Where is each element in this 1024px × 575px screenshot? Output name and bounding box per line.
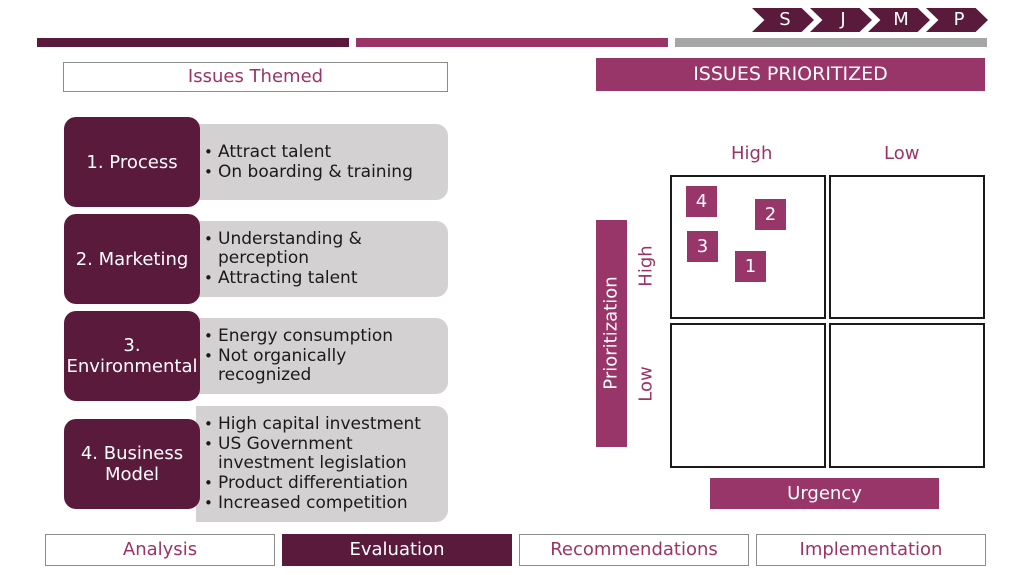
theme-3-label: 3. Environmental	[64, 311, 200, 401]
quadrant-low-low	[829, 323, 985, 468]
tab-implementation[interactable]: Implementation	[756, 534, 986, 566]
theme-2-label: 2. Marketing	[64, 214, 200, 304]
bullet: Product differentiation	[204, 474, 440, 494]
issue-marker-2[interactable]: 2	[755, 199, 786, 230]
issue-marker-3[interactable]: 3	[687, 231, 718, 262]
bullet: Attract talent	[204, 142, 413, 162]
prioritization-axis: Prioritization	[596, 220, 627, 447]
tab-evaluation[interactable]: Evaluation	[282, 534, 512, 566]
bullet: On boarding & training	[204, 162, 413, 182]
bullet: Increased competition	[204, 494, 440, 514]
bullet: Not organically recognized	[204, 347, 440, 385]
theme-4-label: 4. Business Model	[64, 419, 200, 509]
chevron-m[interactable]: M	[868, 8, 930, 32]
urgency-axis: Urgency	[710, 478, 939, 509]
quadrant-high-low	[829, 175, 985, 319]
chevron-j[interactable]: J	[810, 8, 872, 32]
matrix-row-high: High	[635, 245, 657, 287]
matrix-row-low: Low	[635, 366, 657, 402]
theme-3-bullets: Energy consumption Not organically recog…	[196, 318, 448, 394]
quadrant-low-high	[670, 323, 826, 468]
progress-bar-remaining	[675, 38, 987, 47]
matrix-col-high: High	[731, 143, 773, 164]
chevron-p[interactable]: P	[926, 8, 988, 32]
progress-bar-evaluation	[356, 38, 668, 47]
bullet: US Government investment legislation	[204, 435, 440, 473]
chevron-s[interactable]: S	[752, 8, 814, 32]
tab-analysis[interactable]: Analysis	[45, 534, 275, 566]
tab-recommendations[interactable]: Recommendations	[519, 534, 749, 566]
theme-1-label: 1. Process	[64, 117, 200, 207]
bullet: Understanding & perception	[204, 230, 440, 268]
theme-2-bullets: Understanding & perception Attracting ta…	[196, 221, 448, 297]
bullet: High capital investment	[204, 415, 440, 435]
matrix-col-low: Low	[884, 143, 920, 164]
progress-bar-analysis	[37, 38, 349, 47]
issues-prioritized-header: ISSUES PRIORITIZED	[596, 58, 985, 91]
bullet: Attracting talent	[204, 269, 440, 289]
issues-themed-header: Issues Themed	[63, 62, 448, 92]
theme-1-bullets: Attract talent On boarding & training	[196, 124, 448, 200]
bullet: Energy consumption	[204, 327, 440, 347]
issue-marker-4[interactable]: 4	[686, 186, 717, 217]
issue-marker-1[interactable]: 1	[735, 251, 766, 282]
framework-chevrons: S J M P	[752, 8, 988, 32]
theme-4-bullets: High capital investment US Government in…	[196, 406, 448, 522]
prioritization-label: Prioritization	[600, 276, 622, 390]
